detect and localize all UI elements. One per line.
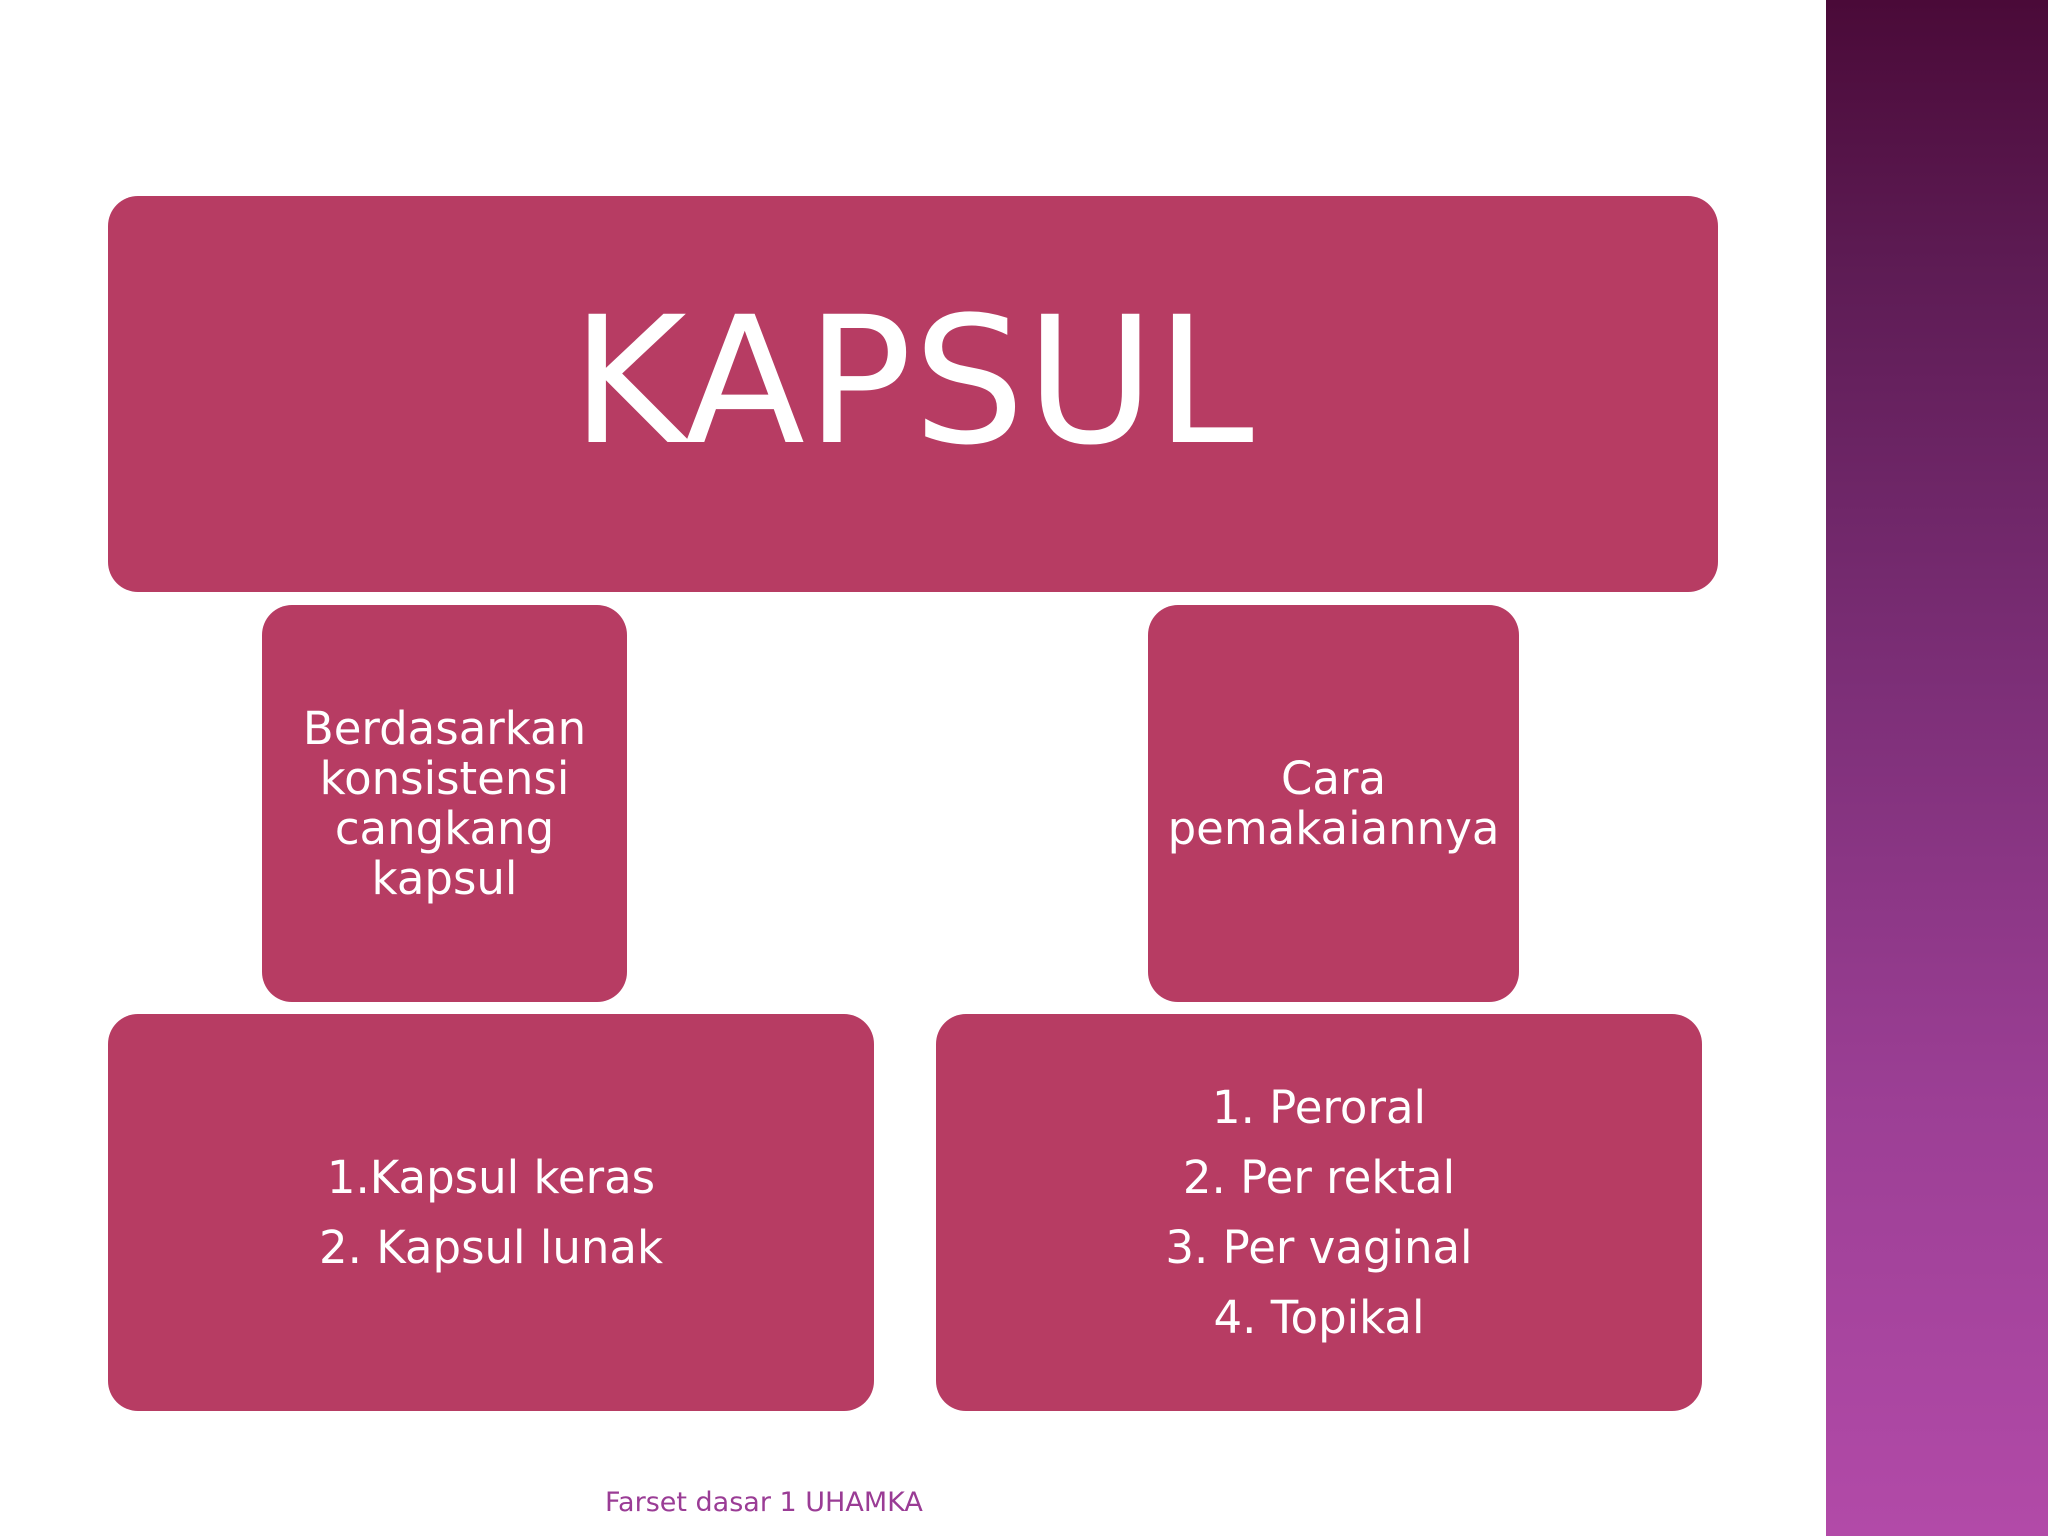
category-box-consistency: Berdasarkan konsistensi cangkang kapsul: [262, 605, 627, 1002]
category-label-line: kapsul: [371, 851, 518, 905]
list-item: 2. Kapsul lunak: [318, 1220, 664, 1274]
usage-list: 1. Peroral 2. Per rektal 3. Per vaginal …: [1165, 1073, 1472, 1353]
list-box-consistency: 1.Kapsul keras 2. Kapsul lunak: [108, 1014, 874, 1411]
category-label-line: konsistensi: [319, 751, 570, 805]
list-item: 3. Per vaginal: [1165, 1220, 1473, 1274]
category-label-line: pemakaiannya: [1167, 801, 1500, 855]
category-box-usage: Cara pemakaiannya: [1148, 605, 1519, 1002]
slide-footer: Farset dasar 1 UHAMKA: [605, 1487, 923, 1518]
category-label-line: Berdasarkan: [302, 701, 587, 755]
list-item: 1.Kapsul keras: [326, 1150, 656, 1204]
list-item: 1. Peroral: [1211, 1080, 1427, 1134]
category-label-usage: Cara pemakaiannya: [1154, 751, 1514, 855]
list-item: 4. Topikal: [1213, 1290, 1425, 1344]
title-box: KAPSUL: [108, 196, 1718, 592]
list-box-usage: 1. Peroral 2. Per rektal 3. Per vaginal …: [936, 1014, 1702, 1411]
category-label-line: cangkang: [334, 801, 555, 855]
slide-title: KAPSUL: [571, 279, 1255, 484]
side-gradient-band: [1826, 0, 2048, 1536]
consistency-list: 1.Kapsul keras 2. Kapsul lunak: [319, 1143, 663, 1283]
category-label-line: Cara: [1280, 751, 1387, 805]
category-label-consistency: Berdasarkan konsistensi cangkang kapsul: [289, 701, 600, 905]
list-item: 2. Per rektal: [1182, 1150, 1456, 1204]
